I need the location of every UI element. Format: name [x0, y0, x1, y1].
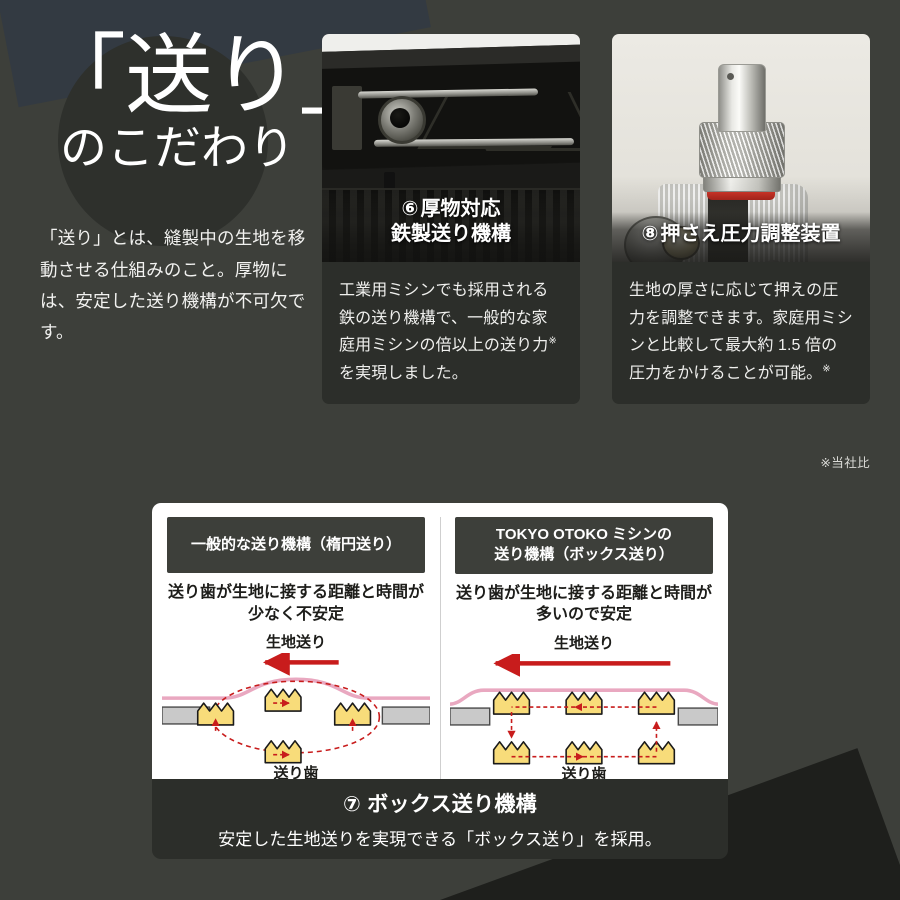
feed-dog [264, 688, 302, 713]
feed-dog [637, 691, 676, 715]
box-feed-direction-label: 生地送り [553, 634, 614, 652]
card-8-caption-line1: 押さえ圧力調整装置 [660, 223, 841, 246]
elliptical-feed-diagram: 生地送り [162, 631, 430, 783]
card-6-asterisk: ※ [548, 335, 557, 347]
card-6-body: 工業用ミシンでも採用される鉄の送り機構で、一般的な家庭用ミシンの倍以上の送り力※… [322, 262, 580, 405]
box-feed-caption-bar: ⑦ ボックス送り機構 安定した生地送りを実現できる「ボックス送り」を採用。 [152, 779, 728, 859]
card-6-caption-line1: 厚物対応 [420, 197, 501, 220]
box-feed-caption-text: 安定した生地送りを実現できる「ボックス送り」を採用。 [218, 830, 662, 849]
footnote-company-comparison: ※当社比 [820, 456, 870, 470]
card-8-asterisk: ※ [822, 363, 831, 375]
needle-plate-left [450, 707, 491, 726]
feed-dog [565, 691, 603, 715]
panel-divider [440, 517, 441, 779]
fabric-line [450, 688, 718, 706]
feed-dog [565, 740, 603, 765]
box-feed-diagram: 生地送り [450, 632, 718, 783]
hero-block: 「送り」 のこだわり 「送り」とは、縫製中の生地を移動させる仕組みのこと。厚物に… [38, 26, 387, 348]
elliptical-path [211, 680, 381, 754]
box-feed-header: TOKYO OTOKO ミシンの 送り機構（ボックス送り） [455, 517, 713, 574]
feed-dog [492, 740, 531, 765]
needle-plate-right [677, 707, 718, 726]
feed-dog [637, 740, 676, 765]
card-6-body-text: 工業用ミシンでも採用される鉄の送り機構で、一般的な家庭用ミシンの倍以上の送り力 [339, 282, 549, 355]
box-feed-subtitle: 送り歯が生地に接する距離と時間が多いので安定 [455, 584, 712, 624]
needle-plate-right [381, 706, 430, 725]
card-6-body-tail: を実現しました。 [339, 364, 468, 382]
standard-feed-direction-label: 生地送り [265, 634, 326, 652]
box-feed-header-line1: TOKYO OTOKO ミシンの [495, 526, 673, 543]
hero-title: 「送り」 [38, 26, 387, 125]
card-8-body: 生地の厚さに応じて押えの圧力を調整できます。家庭用ミシンと比較して最大約 1.5… [612, 262, 870, 405]
card-6-caption-line2: 鉄製送り機構 [391, 223, 511, 246]
card-8-body-text: 生地の厚さに応じて押えの圧力を調整できます。家庭用ミシンと比較して最大約 1.5… [629, 282, 853, 382]
hero-body-text: 「送り」とは、縫製中の生地を移動させる仕組みのこと。厚物には、安定した送り機構が… [40, 228, 306, 342]
feed-comparison-panel: 一般的な送り機構（楕円送り） 送り歯が生地に接する距離と時間が少なく不安定 生地… [152, 503, 728, 793]
diagram-column-standard: 一般的な送り機構（楕円送り） 送り歯が生地に接する距離と時間が少なく不安定 生地… [152, 503, 440, 793]
elliptical-feed-svg [162, 653, 430, 764]
diagram-column-tokyo-otoko: TOKYO OTOKO ミシンの 送り機構（ボックス送り） 送り歯が生地に接する… [440, 503, 728, 793]
box-feed-caption-title: ⑦ ボックス送り機構 [343, 793, 537, 816]
fabric-line [162, 677, 430, 701]
feed-dog [333, 702, 372, 726]
standard-feed-header: 一般的な送り機構（楕円送り） [167, 517, 425, 573]
feed-dog [264, 740, 302, 764]
hero-subtitle: のこだわり [60, 121, 295, 175]
feed-dog [196, 702, 235, 726]
card-6-number: ⑥ [401, 197, 419, 220]
card-8-number: ⑧ [641, 223, 659, 246]
feed-dog [492, 691, 531, 715]
box-feed-header-line2: 送り機構（ボックス送り） [494, 546, 674, 564]
standard-feed-dog-label: 送り歯 [273, 765, 319, 783]
standard-feed-subtitle: 送り歯が生地に接する距離と時間が少なく不安定 [167, 584, 424, 623]
